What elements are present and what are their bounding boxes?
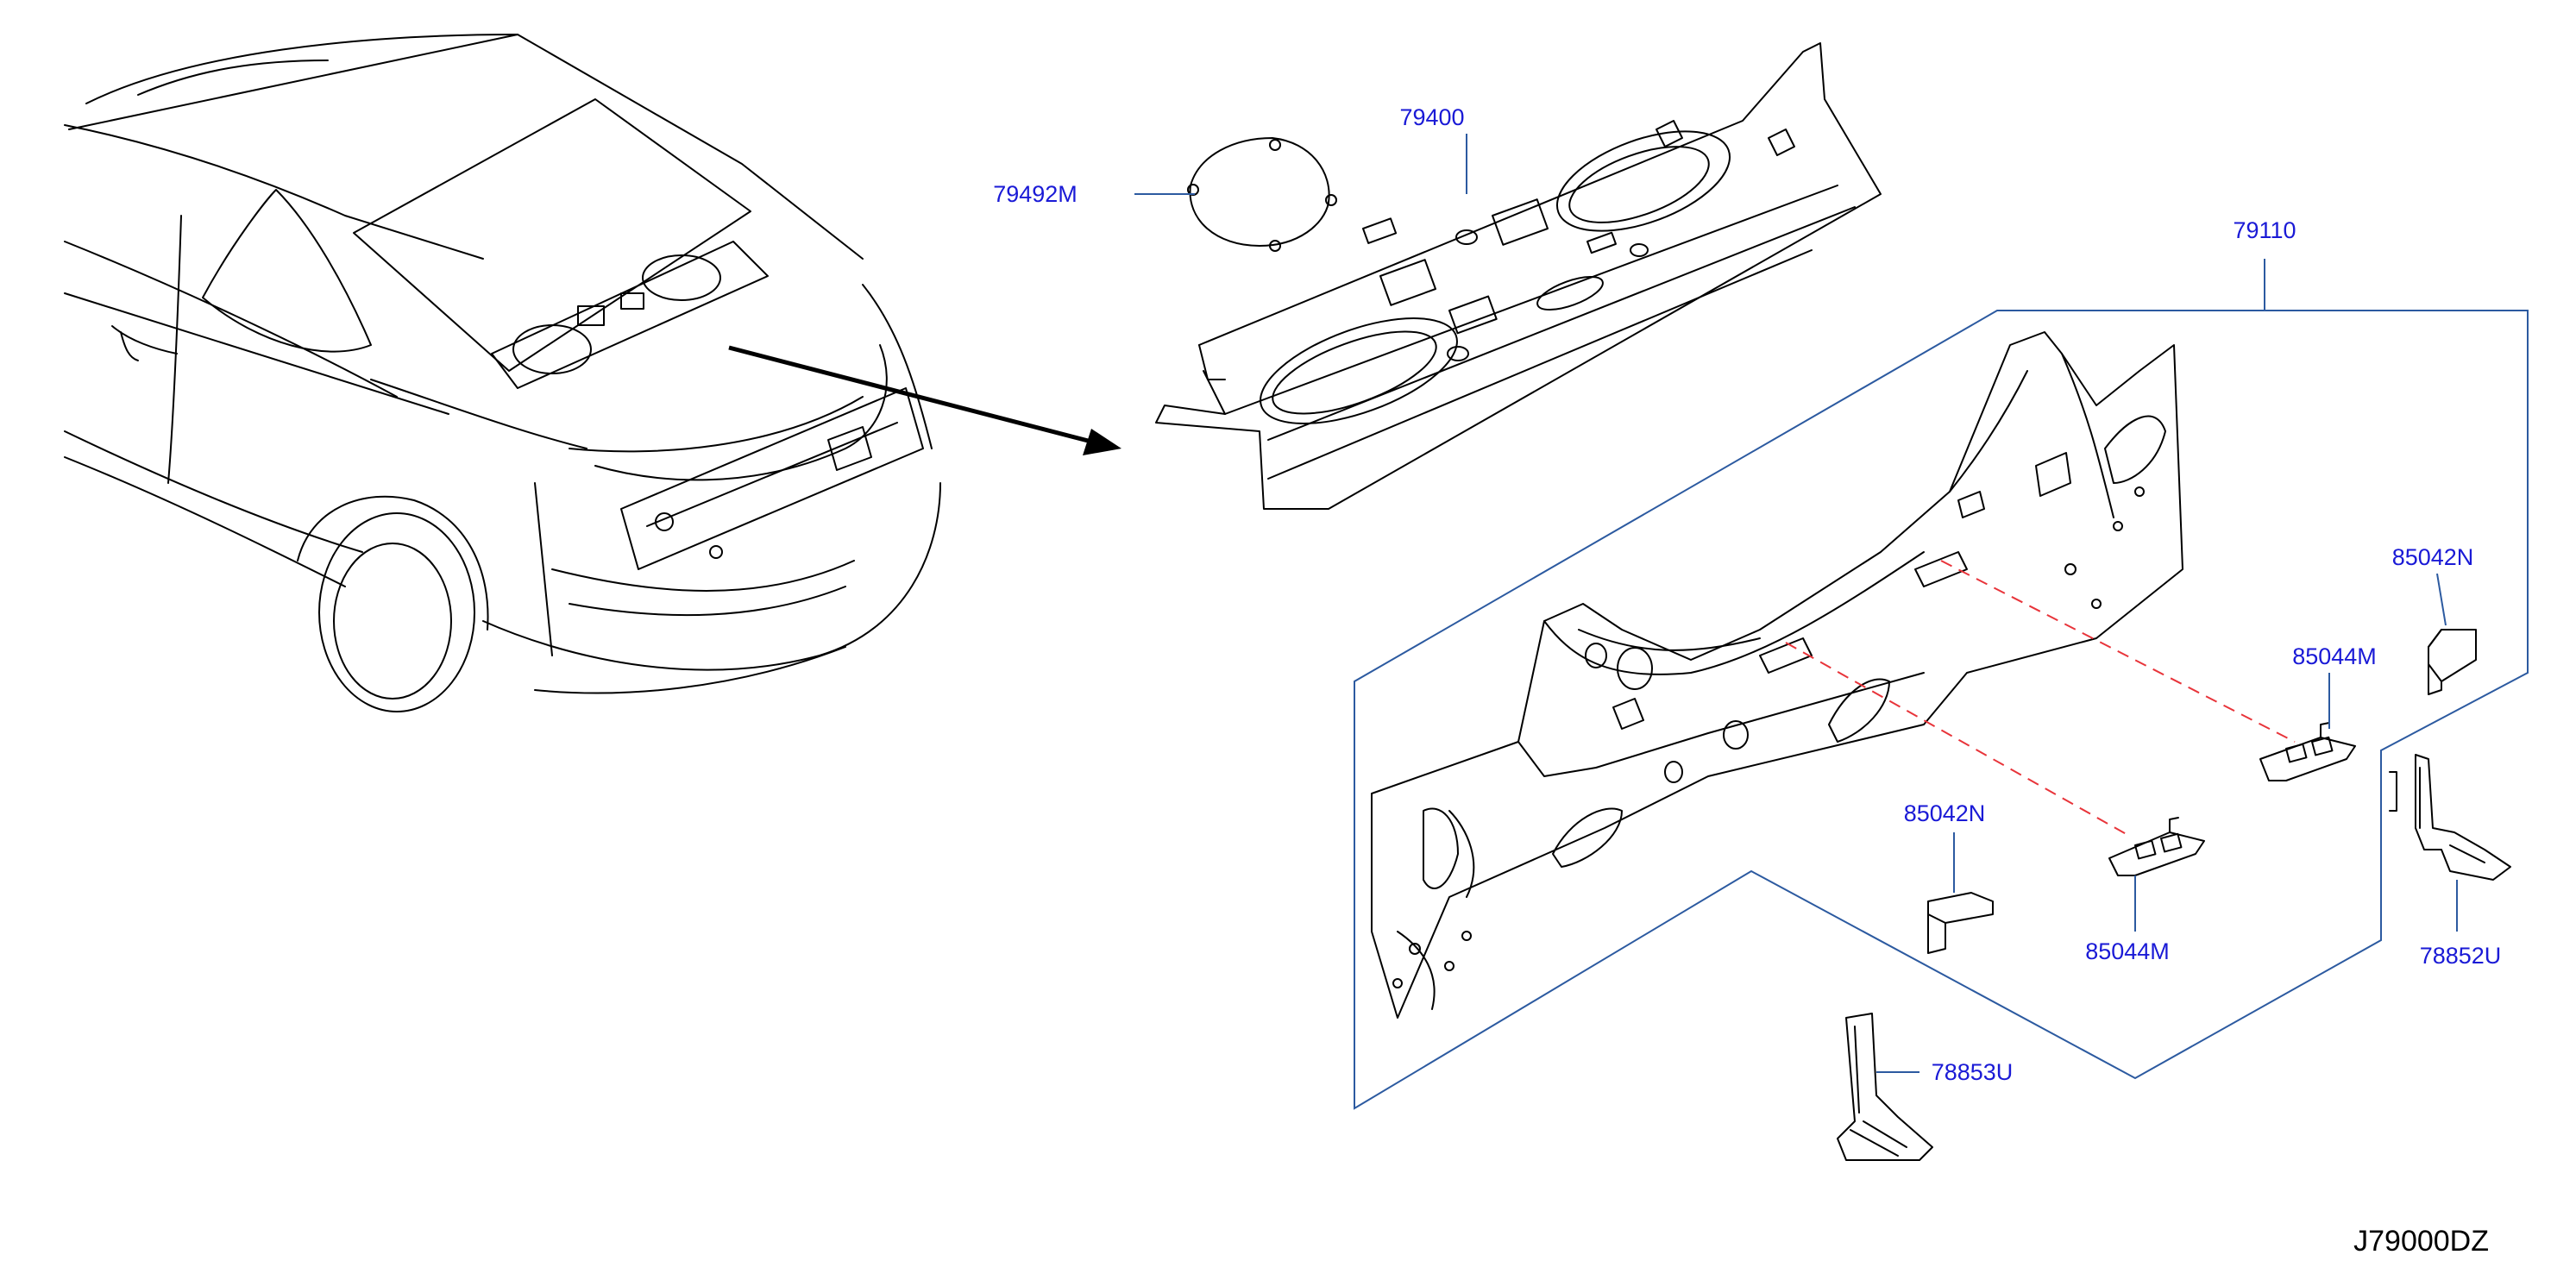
part-label-78852u: 78852U (2420, 943, 2502, 969)
speaker-cover-part (1187, 137, 1337, 252)
part-label-85044m-upper: 85044M (2292, 643, 2377, 669)
bracket-85044m-upper (2259, 722, 2356, 781)
bracket-85042n-lower (1927, 892, 1994, 954)
vehicle-rear-illustration (64, 34, 941, 712)
assembly-group-frame (1354, 310, 2529, 1110)
part-label-79492m: 79492M (993, 181, 1078, 207)
bracket-78852u (2389, 754, 2511, 881)
rear-panel-part (1371, 331, 2183, 1019)
part-label-78853u: 78853U (1932, 1059, 2014, 1085)
bracket-85044m-lower (2108, 817, 2205, 876)
leader-85042n-upper (2436, 573, 2447, 626)
part-label-79110: 79110 (2233, 217, 2296, 243)
alignment-dashed-lines (1785, 560, 2296, 838)
parcel-shelf-panel (1155, 42, 1882, 510)
part-label-79400: 79400 (1399, 104, 1464, 130)
part-label-85042n-lower: 85042N (1904, 800, 1986, 826)
pointer-arrow (728, 345, 1122, 455)
diagram-code: J79000DZ (2353, 1225, 2489, 1258)
bracket-85042n-upper (2428, 629, 2477, 695)
bracket-78853u (1837, 1013, 1933, 1161)
part-label-85042n-upper: 85042N (2392, 544, 2474, 570)
part-label-85044m-lower: 85044M (2085, 938, 2170, 964)
